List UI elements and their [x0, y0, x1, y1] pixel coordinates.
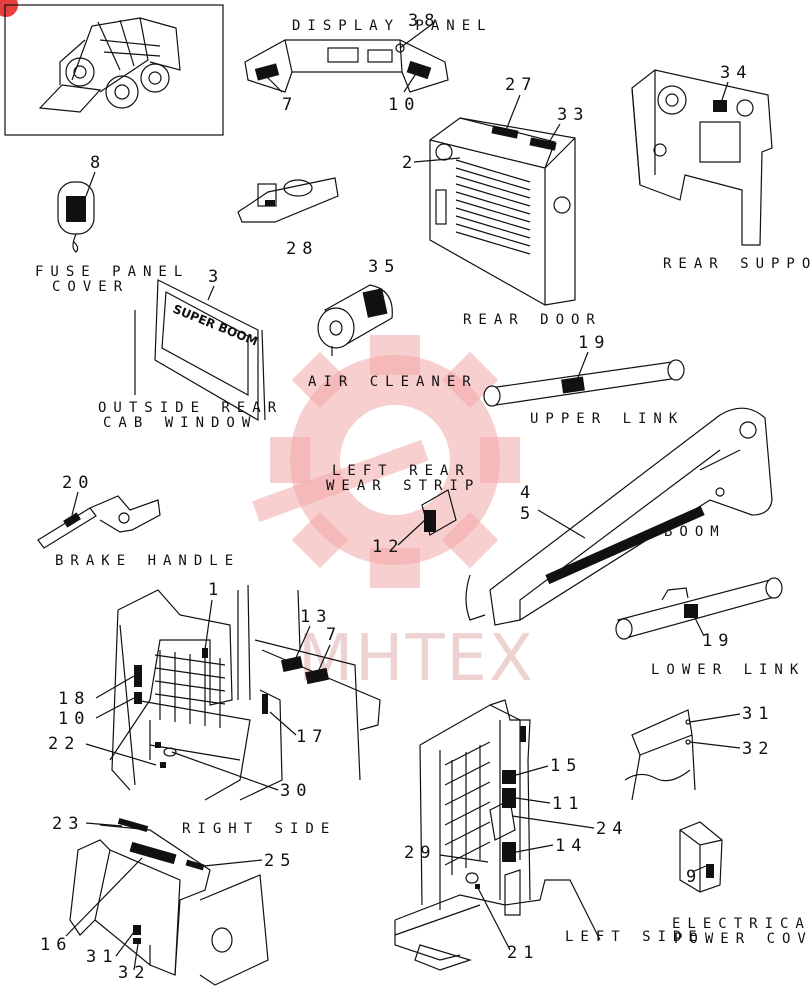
label-electrical-1: ELECTRICAL: [672, 916, 812, 932]
wear-strip-part: [421, 489, 457, 536]
boom-part: [465, 407, 773, 626]
label-left-side: LEFT SIDE: [565, 929, 704, 945]
callout-7b: 7: [326, 625, 342, 645]
label-display-panel: DISPLAY PANEL: [292, 18, 493, 34]
lower-link-part: [615, 577, 783, 640]
callout-22: 22: [48, 734, 80, 754]
callout-30: 30: [280, 781, 312, 801]
callout-38: 38: [408, 11, 440, 31]
fuse-panel-cover-part: [57, 181, 95, 253]
callout-13: 13: [300, 607, 332, 627]
label-left-rear-1: LEFT REAR: [332, 463, 471, 479]
callout-32b: 32: [118, 963, 150, 983]
label-boom: BOOM: [664, 524, 726, 540]
brake-handle-part: [37, 495, 161, 549]
right-side-assembly: [109, 584, 381, 801]
callout-10b: 10: [58, 709, 90, 729]
callout-7a: 7: [282, 95, 298, 115]
inset-frame: [4, 4, 224, 136]
callout-15: 15: [550, 756, 582, 776]
callout-32a: 32: [742, 739, 774, 759]
label-brake-handle: BRAKE HANDLE: [55, 553, 240, 569]
watermark-text: MHTEX: [298, 622, 535, 696]
callout-10a: 10: [388, 95, 420, 115]
upper-link-part: [483, 359, 685, 407]
callout-34: 34: [720, 63, 752, 83]
callout-31b: 31: [86, 947, 118, 967]
rear-door-part: [429, 117, 576, 306]
callout-14: 14: [555, 836, 587, 856]
label-air-cleaner: AIR CLEANER: [308, 374, 478, 390]
label-rear-support: REAR SUPPO: [663, 256, 812, 272]
callout-31a: 31: [742, 704, 774, 724]
corner-badge: [0, 0, 18, 17]
label-upper-link: UPPER LINK: [530, 411, 684, 427]
air-cleaner-part: [317, 284, 393, 356]
part-31-32-bracket: [624, 709, 696, 801]
label-outside-rear-2: CAB WINDOW: [103, 415, 257, 431]
callout-21: 21: [507, 943, 539, 963]
callout-18: 18: [58, 689, 90, 709]
callout-11: 11: [552, 794, 584, 814]
label-fuse-panel-2: COVER: [52, 279, 129, 295]
callout-35: 35: [368, 257, 400, 277]
rear-window-part: SUPER BOOM: [134, 279, 266, 422]
callout-27: 27: [505, 75, 537, 95]
callout-5: 5: [520, 504, 536, 524]
part-28-bracket: [237, 177, 339, 223]
label-rear-door: REAR DOOR: [463, 312, 602, 328]
label-outside-rear-1: OUTSIDE REAR: [98, 400, 283, 416]
callout-25: 25: [264, 851, 296, 871]
label-right-side: RIGHT SIDE: [182, 821, 336, 837]
callout-3: 3: [208, 267, 224, 287]
callout-33: 33: [557, 105, 589, 125]
callout-12: 12: [372, 537, 404, 557]
callout-24: 24: [596, 819, 628, 839]
callout-1: 1: [208, 580, 224, 600]
callout-19a: 19: [578, 333, 610, 353]
display-panel-part: [244, 39, 449, 93]
callout-9: 9: [686, 867, 702, 887]
callout-23: 23: [52, 814, 84, 834]
label-electrical-2: POWER COVER: [674, 931, 812, 947]
label-fuse-panel-1: FUSE PANEL: [35, 264, 189, 280]
callout-19b: 19: [702, 631, 734, 651]
callout-28: 28: [286, 239, 318, 259]
label-lower-link: LOWER LINK: [651, 662, 805, 678]
front-panel-assembly: [69, 817, 269, 986]
label-left-rear-2: WEAR STRIP: [326, 478, 480, 494]
callout-8: 8: [90, 153, 106, 173]
loader-illustration: [38, 17, 181, 113]
callout-16: 16: [40, 935, 72, 955]
left-side-assembly: [394, 699, 601, 971]
callout-2: 2: [402, 153, 418, 173]
callout-4: 4: [520, 483, 536, 503]
callout-29: 29: [404, 843, 436, 863]
callout-17: 17: [296, 727, 328, 747]
callout-20: 20: [62, 473, 94, 493]
rear-support-part: [631, 69, 773, 246]
